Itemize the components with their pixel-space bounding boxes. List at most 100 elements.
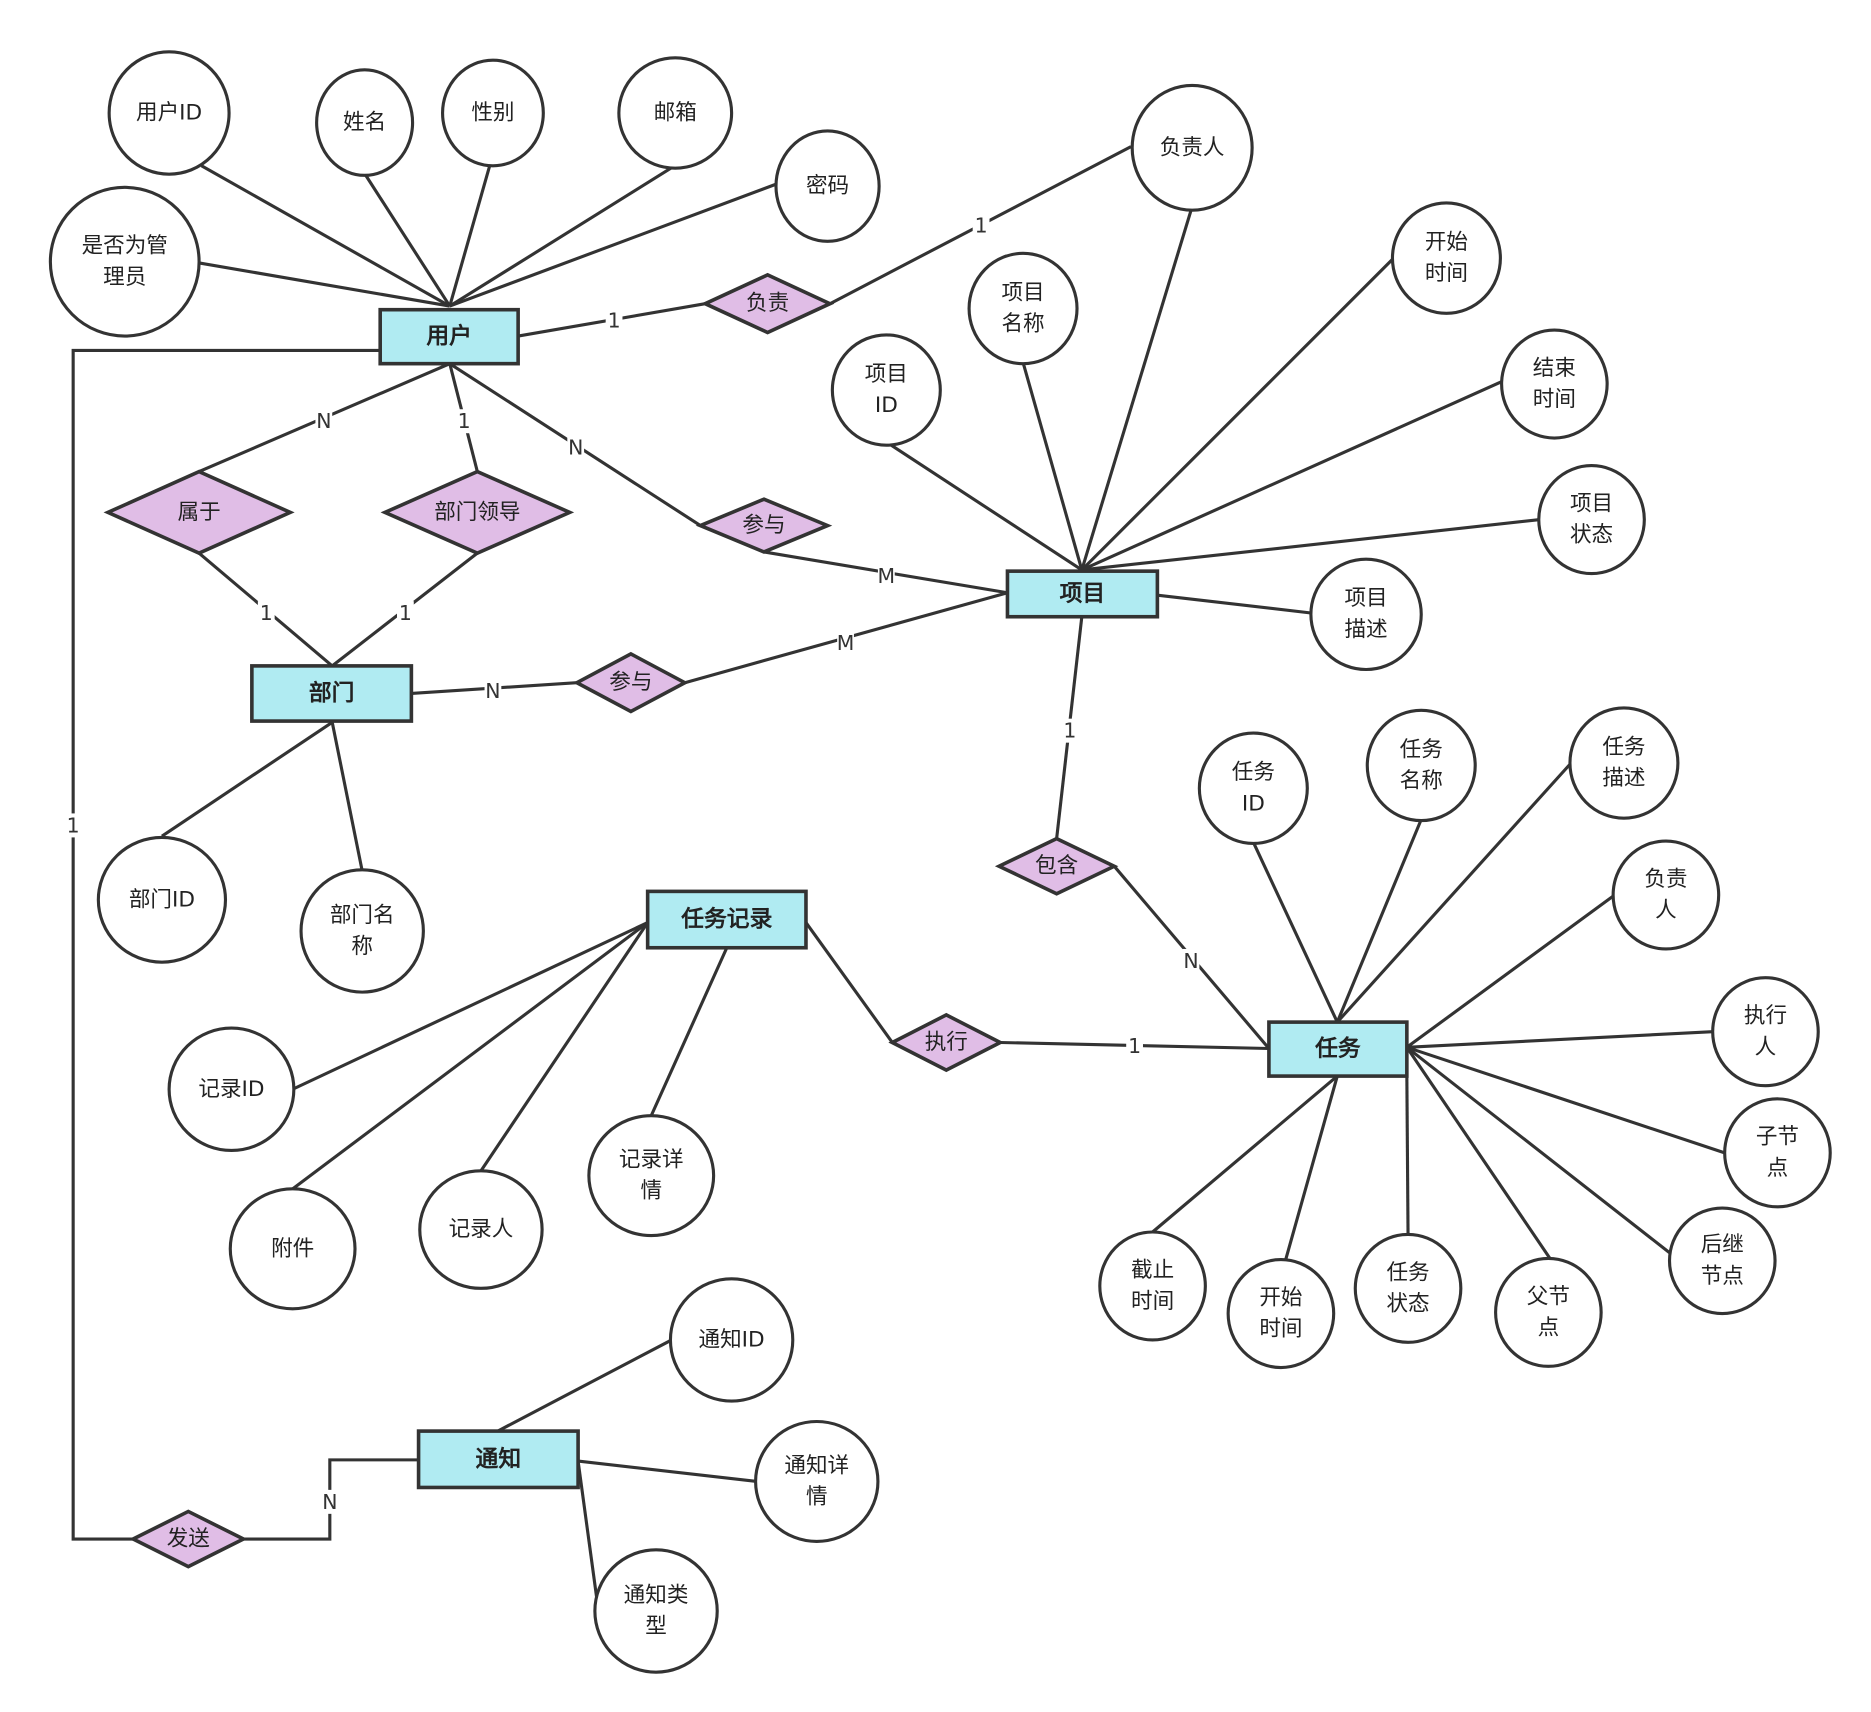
- attribute-ellipse: [167, 1026, 296, 1153]
- entity-project[interactable]: 项目: [1005, 569, 1160, 619]
- relationship-label: 参与: [742, 513, 785, 538]
- cardinality-bg: [396, 601, 414, 626]
- relationship-label: 参与: [609, 670, 652, 695]
- attribute-task[interactable]: 父节点: [1494, 1256, 1603, 1368]
- attribute-department[interactable]: 部门ID: [96, 835, 228, 964]
- relationship-execute[interactable]: 执行: [888, 1012, 1005, 1073]
- attribute-ellipse: [774, 129, 881, 243]
- attribute-connector: [576, 1460, 601, 1612]
- relationship-label: 包含: [1035, 854, 1078, 879]
- entity-user[interactable]: 用户: [378, 307, 520, 366]
- attribute-notification[interactable]: 通知ID: [668, 1277, 795, 1403]
- relationship-responsible[interactable]: 负责: [700, 272, 835, 335]
- attribute-user[interactable]: 姓名: [315, 68, 415, 177]
- attribute-label: 通知ID: [699, 1327, 765, 1352]
- attribute-label: 性别: [471, 100, 514, 125]
- attribute-task_record[interactable]: 记录人: [418, 1169, 544, 1290]
- attribute-project[interactable]: 项目 ID: [830, 333, 942, 447]
- relationship-belongs[interactable]: 属于: [103, 469, 295, 556]
- attribute-label: 结束: [1533, 356, 1576, 381]
- cardinality-bg: [455, 409, 473, 434]
- cardinality-user-participate: N: [567, 436, 585, 460]
- attribute-connector: [1081, 380, 1503, 572]
- relationship-connector: [71, 348, 381, 1541]
- cardinality-label: 1: [399, 601, 412, 625]
- attribute-connector: [448, 165, 674, 308]
- entity-department[interactable]: 部门: [250, 664, 414, 723]
- cardinality-bg: [321, 1489, 339, 1514]
- attribute-label: 邮箱: [654, 100, 697, 125]
- attribute-label: 通知详: [784, 1453, 849, 1478]
- cardinality-bg: [257, 601, 275, 626]
- relationship-diamond: [573, 651, 689, 714]
- attribute-ellipse: [418, 1169, 544, 1290]
- attribute-user[interactable]: 邮箱: [617, 56, 734, 170]
- entity-notification[interactable]: 通知: [416, 1429, 580, 1490]
- attribute-connector: [1081, 518, 1541, 572]
- relationship-dept-leader[interactable]: 部门领导: [380, 469, 575, 556]
- relationship-contains[interactable]: 包含: [994, 836, 1119, 896]
- attribute-ellipse: [315, 68, 415, 177]
- attribute-ellipse: [96, 835, 228, 964]
- attribute-label: ID: [875, 393, 898, 418]
- entity-task[interactable]: 任务: [1267, 1020, 1409, 1078]
- entity-task-record[interactable]: 任务记录: [645, 889, 808, 950]
- attribute-label: 父节: [1527, 1284, 1570, 1309]
- attribute-label: 项目: [865, 362, 908, 387]
- attribute-label: 状态: [1570, 523, 1613, 548]
- attribute-label: 描述: [1344, 617, 1387, 642]
- attribute-task[interactable]: 负责人: [1611, 839, 1721, 951]
- attribute-label: 姓名: [343, 110, 386, 135]
- attribute-user[interactable]: 性别: [441, 58, 545, 168]
- attribute-ellipse: [48, 185, 201, 338]
- attribute-connector: [497, 1338, 673, 1433]
- attribute-user[interactable]: 密码: [774, 129, 881, 243]
- attribute-label: 任务: [1400, 737, 1443, 762]
- attribute-label: 情: [640, 1179, 662, 1204]
- relationship-participate-dept[interactable]: 参与: [573, 651, 689, 714]
- relationship-participate-user[interactable]: 参与: [695, 497, 833, 554]
- attribute-ellipse: [1611, 839, 1721, 951]
- attribute-label: 点: [1538, 1315, 1560, 1340]
- attribute-task_record[interactable]: 记录ID: [167, 1026, 296, 1153]
- cardinality-belongs-dept: 1: [257, 601, 275, 626]
- relationship-send[interactable]: 发送: [129, 1509, 248, 1569]
- attribute-task_record[interactable]: 附件: [228, 1187, 357, 1311]
- attribute-ellipse: [1353, 1232, 1463, 1344]
- cardinality-label: 1: [458, 409, 471, 433]
- cardinality-bg: [1182, 948, 1200, 973]
- attribute-ellipse: [587, 1114, 716, 1238]
- cardinality-dept-participate: N: [484, 679, 502, 703]
- relationship-diamond: [103, 469, 295, 556]
- cardinality-bg: [1126, 1034, 1143, 1059]
- relationship-label: 属于: [178, 500, 221, 525]
- attribute-project[interactable]: 负责人: [1130, 83, 1254, 212]
- attribute-label: 人: [1755, 1035, 1777, 1060]
- attribute-user[interactable]: 用户ID: [107, 50, 231, 176]
- attribute-connector: [330, 721, 364, 872]
- attribute-label: 时间: [1259, 1317, 1302, 1342]
- cardinality-participate2-project: M: [837, 631, 855, 655]
- attribute-task[interactable]: 执行人: [1711, 976, 1820, 1088]
- attribute-task[interactable]: 子节点: [1723, 1097, 1832, 1209]
- attribute-ellipse: [617, 56, 734, 170]
- attribute-label: 是否为管: [82, 234, 168, 259]
